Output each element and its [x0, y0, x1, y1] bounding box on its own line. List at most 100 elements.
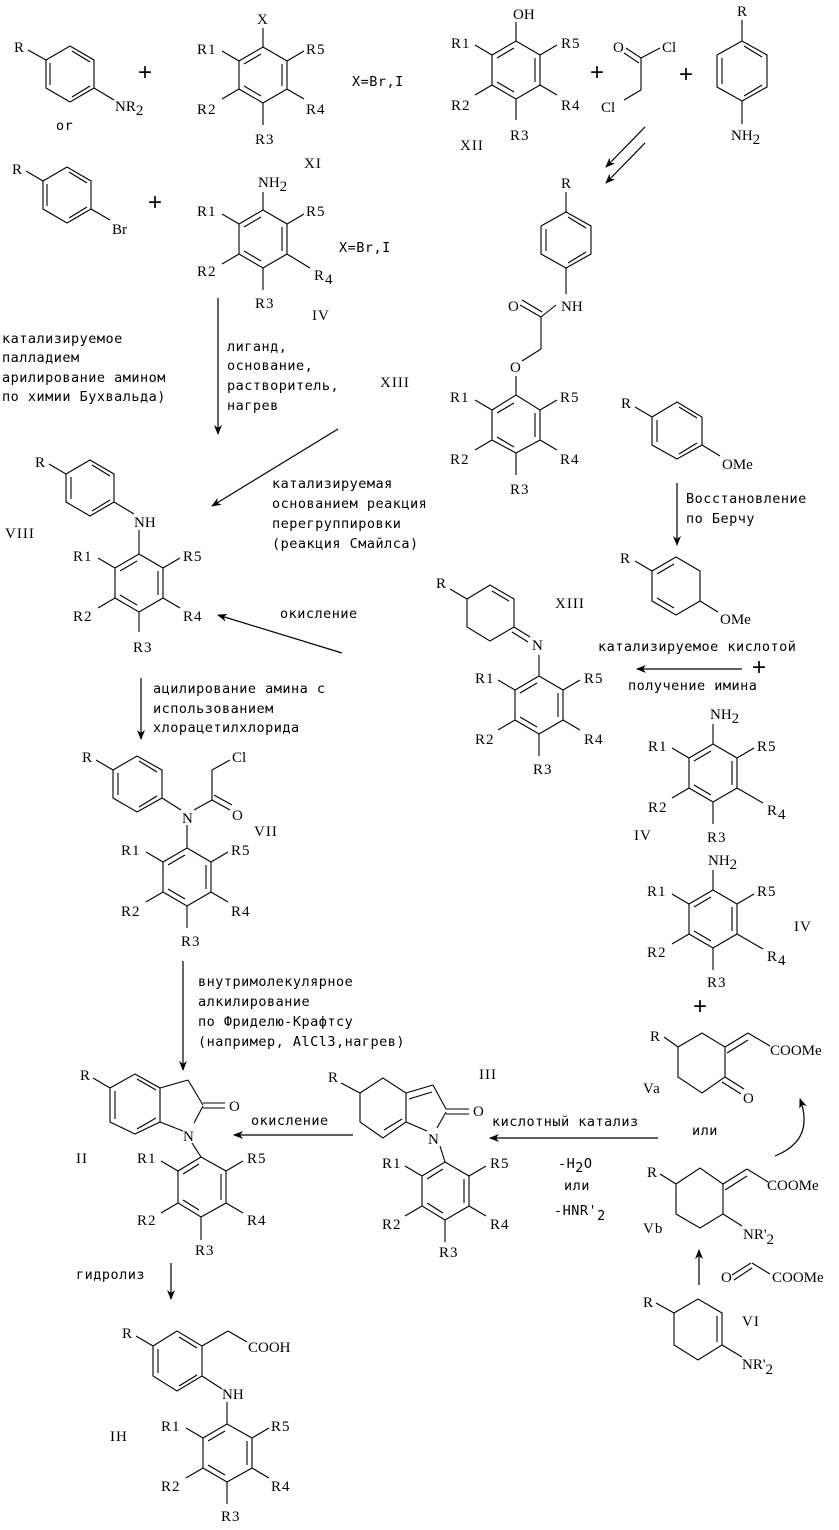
r3-label: R3 — [707, 830, 727, 846]
compound-bromobenzene: R Br — [12, 162, 127, 238]
r4-label: R4 — [247, 1213, 267, 1229]
r1-label: R1 — [73, 549, 93, 565]
compound-viii: R NH VIII R1 R5 R2 R4 R3 — [5, 455, 202, 656]
cooh-label: COOH — [248, 1340, 291, 1356]
nr2-label: NR2 — [115, 99, 143, 119]
compound-aniline: R NH2 — [716, 4, 768, 148]
r3-label: R3 — [255, 132, 275, 148]
r2-label: R2 — [197, 102, 217, 118]
r4-label: R4 — [271, 1479, 291, 1495]
nh-label: NH — [222, 1387, 244, 1403]
friedel-crafts-condition-line: алкилирование — [198, 994, 310, 1010]
smiles-condition-line: перегруппировки — [272, 516, 401, 532]
x-definition: X=Br,I — [352, 74, 404, 90]
r3-label: R3 — [533, 762, 553, 778]
buchwald-condition-line: арилирование амином — [2, 370, 166, 386]
r3-label: R3 — [133, 640, 153, 656]
r2-label: R2 — [197, 264, 217, 280]
smiles-condition-line: катализируемая — [272, 476, 393, 492]
r4-label: R4 — [490, 1217, 510, 1233]
compound-chloroacetyl-chloride: O Cl Cl — [601, 40, 676, 116]
compound-label-vi: VI — [742, 1314, 760, 1330]
equilibrium-arrow — [774, 1098, 807, 1157]
compound-label-vii: VII — [254, 824, 278, 840]
r-label: R — [620, 551, 630, 567]
r3-label: R3 — [181, 934, 201, 950]
r3-label: R3 — [221, 1509, 241, 1525]
nr2-label: NR'2 — [742, 1357, 773, 1378]
compound-methyl-glyoxylate: O COOMe — [721, 1262, 824, 1286]
compound-xii: OH R1 R5 R2 R4 R3 XII — [451, 7, 581, 154]
r-label: R — [82, 750, 92, 766]
x-label: X — [257, 12, 268, 28]
r1-label: R1 — [451, 36, 471, 52]
r3-label: R3 — [439, 1245, 459, 1261]
buchwald-reagent-line: нагрев — [227, 398, 279, 414]
ome-label: OMe — [722, 457, 753, 473]
compound-va: R COOMe O Va — [643, 1029, 822, 1107]
friedel-crafts-condition-line: (например, AlCl3,нагрев) — [198, 1034, 405, 1050]
o-ether-label: O — [510, 360, 521, 376]
br-label: Br — [112, 222, 127, 238]
r1-label: R1 — [450, 390, 470, 406]
n-label: N — [182, 811, 193, 827]
r3-label: R3 — [510, 482, 530, 498]
compound-xi: X R1 R5 R2 R4 R3 XI X=Br,I — [197, 12, 404, 172]
r4-label: R4 — [314, 268, 334, 288]
smiles-condition-line: (реакция Смайлса) — [272, 536, 419, 552]
r-label: R — [328, 1070, 338, 1086]
water-loss-label: -H2O — [558, 1156, 593, 1176]
birch-condition-line: по Берчу — [686, 511, 755, 527]
r-label: R — [561, 176, 571, 192]
friedel-crafts-condition-line: по Фриделю-Крафтсу — [198, 1014, 353, 1030]
r1-label: R1 — [647, 884, 667, 900]
r5-label: R5 — [584, 671, 604, 687]
buchwald-reagent-line: лиганд, — [227, 339, 287, 355]
o-carbonyl-label: O — [508, 299, 519, 315]
r1-label: R1 — [121, 843, 141, 859]
plus-sign: + — [752, 654, 766, 681]
compound-iii: R O N III R1 R5 R2 R4 R3 — [328, 1067, 510, 1261]
r4-label: R4 — [767, 803, 787, 823]
r5-label: R5 — [560, 390, 580, 406]
compound-iv-mid2: NH2 R1 R5 R2 R4 R3 IV — [647, 853, 811, 991]
cl-label: Cl — [232, 750, 246, 766]
o-label: O — [229, 1099, 240, 1115]
r-label: R — [35, 455, 45, 471]
r-label: R — [650, 1029, 660, 1045]
plus-sign: + — [679, 61, 693, 88]
r-label: R — [643, 1295, 653, 1311]
r4-label: R4 — [561, 98, 581, 114]
birch-condition-line: Восстановление — [686, 491, 807, 507]
r-label: R — [737, 4, 747, 20]
compound-dihydroanisole: R OMe — [620, 551, 751, 628]
r2-label: R2 — [647, 945, 667, 961]
r3-label: R3 — [707, 975, 727, 991]
compound-xiii-imine: R N XIII R1 R5 R2 R4 R3 — [436, 576, 604, 778]
r-label: R — [436, 576, 446, 592]
r1-label: R1 — [382, 1156, 402, 1172]
r-label: R — [122, 1326, 132, 1342]
r4-label: R4 — [231, 904, 251, 920]
nr2-label: NR'2 — [743, 1227, 774, 1248]
compound-ih: R COOH NH IH R1 R5 R2 R4 R3 — [110, 1326, 291, 1525]
r2-label: R2 — [475, 732, 495, 748]
plus-sign: + — [138, 59, 152, 86]
r3-label: R3 — [195, 1243, 215, 1259]
r1-label: R1 — [197, 204, 217, 220]
or-label: or — [56, 118, 73, 134]
r-label: R — [647, 1165, 657, 1181]
r1-label: R1 — [648, 739, 668, 755]
or-label: или — [564, 1178, 590, 1194]
nh2-label: NH2 — [258, 175, 287, 195]
r2-label: R2 — [73, 609, 93, 625]
r-label: R — [12, 162, 22, 178]
o-label: O — [613, 40, 624, 56]
r4-label: R4 — [584, 732, 604, 748]
r4-label: R4 — [767, 949, 787, 969]
r5-label: R5 — [561, 36, 581, 52]
cl-label: Cl — [662, 40, 676, 56]
n-label: N — [183, 1129, 194, 1145]
compound-label-iv: IV — [312, 308, 330, 324]
